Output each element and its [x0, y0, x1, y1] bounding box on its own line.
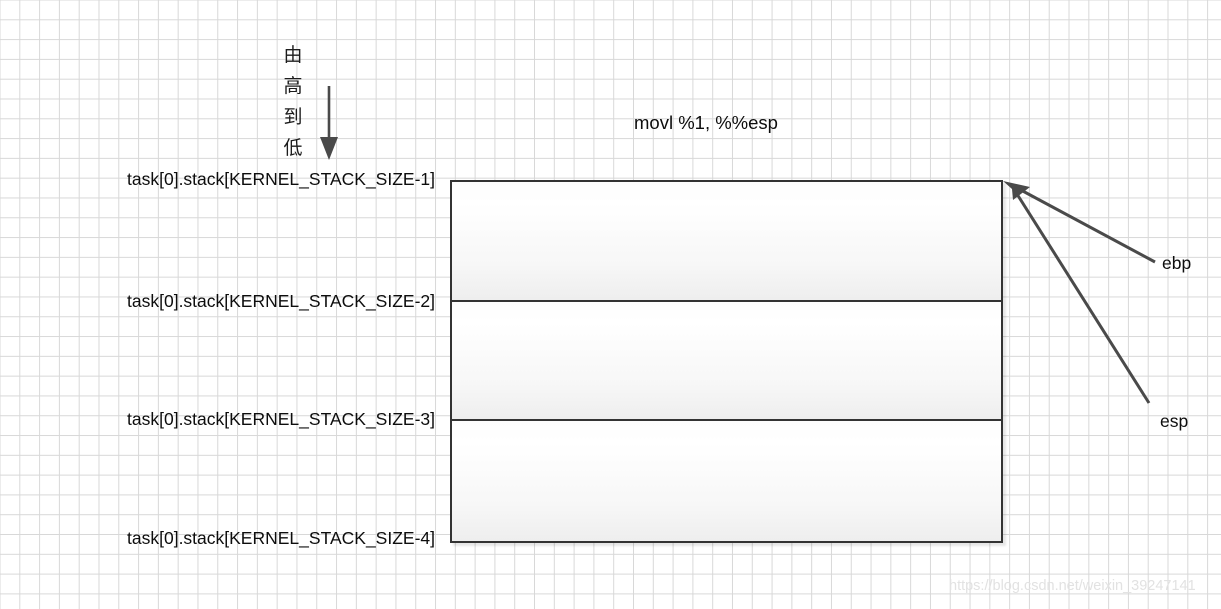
- stack-label-size-3: task[0].stack[KERNEL_STACK_SIZE-3]: [127, 409, 435, 429]
- register-label-ebp: ebp: [1162, 253, 1192, 273]
- stack-address-labels: task[0].stack[KERNEL_STACK_SIZE-1] task[…: [85, 0, 435, 609]
- register-label-esp: esp: [1160, 411, 1189, 431]
- stack-cell-1: [452, 182, 1001, 302]
- diagram-title: movl %1, %%esp: [634, 112, 778, 133]
- pointer-arrowhead-icon: [1003, 181, 1030, 200]
- stack-label-size-2: task[0].stack[KERNEL_STACK_SIZE-2]: [127, 291, 435, 311]
- kernel-stack-box: [450, 180, 1003, 543]
- stack-label-size-1: task[0].stack[KERNEL_STACK_SIZE-1]: [127, 169, 435, 189]
- watermark: https://blog.csdn.net/weixin_39247141: [949, 578, 1196, 594]
- stack-cell-2: [452, 302, 1001, 421]
- ebp-pointer-line: [1018, 187, 1156, 264]
- stack-direction-arrow-icon: [320, 86, 338, 160]
- esp-pointer-line: [1015, 193, 1151, 404]
- stack-cell-3: [452, 421, 1001, 541]
- stack-direction-note: 由 高 到 低: [283, 45, 303, 159]
- stack-label-size-4: task[0].stack[KERNEL_STACK_SIZE-4]: [127, 528, 435, 548]
